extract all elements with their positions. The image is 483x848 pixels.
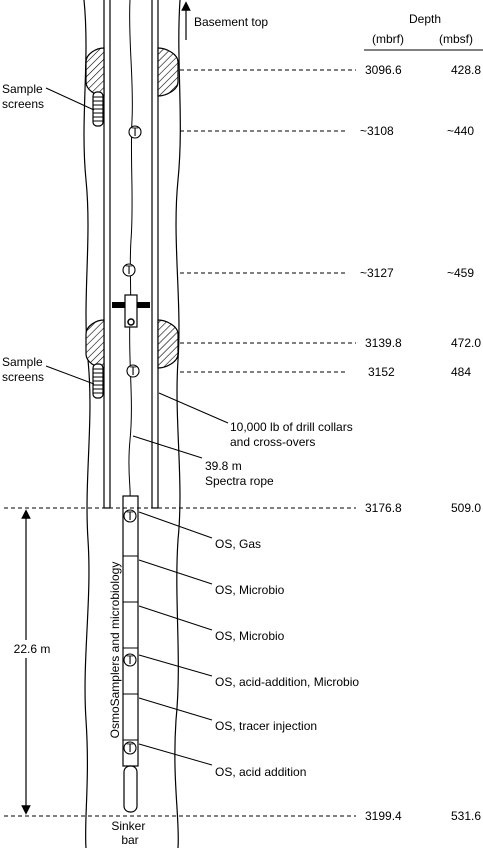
depth-mbrf: 3152	[368, 365, 395, 379]
depth-mbrf: 3199.4	[365, 809, 402, 823]
leader-line	[132, 435, 203, 459]
packer-upper-right	[157, 47, 179, 97]
leader-line	[138, 605, 213, 631]
leader-line	[158, 392, 229, 424]
spectra-rope-label: 39.8 m Spectra rope	[205, 459, 274, 488]
leader-line	[138, 654, 213, 677]
temp-marker: T	[122, 263, 136, 277]
osmosampler-string	[122, 495, 139, 767]
temp-marker: T	[123, 509, 137, 523]
temp-marker: T	[128, 125, 142, 139]
sample-screens-label-upper: Sample screens	[2, 82, 46, 111]
sampler-label: OS, Microbio	[215, 629, 285, 643]
sample-screen-upper	[92, 91, 104, 127]
leader-line	[45, 87, 95, 111]
depth-mbsf: ~440	[447, 124, 474, 138]
leader-line	[138, 559, 213, 585]
shackle	[127, 318, 135, 326]
sample-screen-lower	[92, 363, 104, 399]
depth-column-mbsf: (mbsf)	[439, 32, 473, 46]
svg-text:T: T	[126, 509, 134, 523]
depth-mbrf: ~3127	[360, 266, 394, 280]
depth-mbsf: 484	[451, 365, 471, 379]
borehole-wall-left	[83, 0, 91, 848]
length-label-bg	[12, 640, 52, 658]
packer-upper-left	[85, 47, 105, 97]
leader-line	[45, 365, 95, 385]
sinker-bar	[123, 765, 138, 813]
osmosamplers-vertical-label: OsmoSamplers and microbiology	[108, 562, 122, 739]
temp-marker: T	[123, 653, 137, 667]
length-label: 22.6 m	[14, 642, 51, 656]
leader-line	[138, 511, 213, 539]
sample-screens-label-lower: Sample screens	[2, 355, 46, 384]
depth-mbsf: ~459	[447, 266, 474, 280]
sampler-label: OS, acid-addition, Microbio	[215, 675, 359, 689]
sampler-label: OS, tracer injection	[215, 719, 317, 733]
depth-mbrf: 3139.8	[365, 336, 402, 350]
connector-block	[124, 294, 138, 328]
depth-mbsf: 472.0	[451, 336, 481, 350]
sampler-label: OS, Microbio	[215, 583, 285, 597]
basement-top-label: Basement top	[194, 15, 268, 29]
depth-mbrf: ~3108	[360, 124, 394, 138]
svg-text:T: T	[126, 741, 134, 755]
packer-lower-left	[85, 319, 105, 369]
svg-text:T: T	[126, 653, 134, 667]
sinker-bar-label: Sinker bar	[111, 819, 148, 847]
depth-mbsf: 509.0	[451, 501, 481, 515]
svg-text:T: T	[129, 364, 137, 378]
depth-column-mbrf: (mbrf)	[372, 32, 404, 46]
drill-collars-label: 10,000 lb of drill collars and cross-ove…	[230, 420, 356, 449]
depth-title: Depth	[409, 12, 441, 26]
depth-mbsf: 428.8	[451, 63, 481, 77]
depth-mbrf: 3096.6	[365, 63, 402, 77]
sampler-label: OS, acid addition	[215, 765, 306, 779]
packer-lower-right	[157, 319, 179, 369]
leader-line	[138, 697, 213, 721]
temp-marker: T	[123, 741, 137, 755]
svg-text:T: T	[131, 125, 139, 139]
sampler-label: OS, Gas	[215, 537, 261, 551]
borehole-wall-right	[174, 0, 181, 848]
depth-mbsf: 531.6	[451, 809, 481, 823]
depth-mbrf: 3176.8	[365, 501, 402, 515]
temp-marker: T	[126, 364, 140, 378]
leader-line	[138, 743, 213, 766]
svg-text:T: T	[125, 263, 133, 277]
spectra-rope	[128, 0, 133, 497]
